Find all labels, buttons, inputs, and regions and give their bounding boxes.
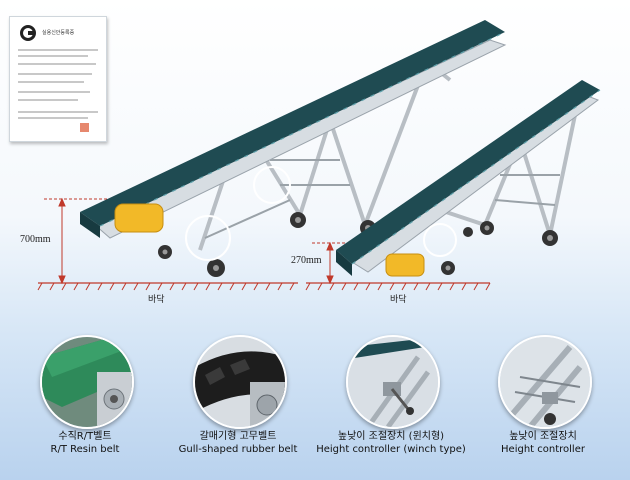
- rubber-belt-photo: [193, 335, 287, 429]
- certificate-title: 실용신안등록증: [42, 30, 75, 36]
- cert-line: [18, 55, 88, 57]
- certificate-document: 실용신안등록증: [9, 16, 107, 142]
- cert-line: [18, 91, 90, 93]
- floor-right: [305, 282, 491, 291]
- cert-line: [18, 49, 98, 51]
- green-resin-belt-photo: [40, 335, 134, 429]
- cert-line: [18, 81, 84, 83]
- caption-en: Gull-shaped rubber belt: [178, 444, 298, 455]
- caption-en: Height controller (winch type): [316, 444, 466, 455]
- caption-kr: 수직R/T벨트: [58, 431, 112, 442]
- conveyor-large: [80, 20, 507, 277]
- dimension-270: [312, 241, 352, 285]
- caption-kr: 높낮이 조절장치: [509, 431, 577, 442]
- height-270-label: 270mm: [291, 255, 322, 266]
- caption-en: Height controller: [501, 444, 585, 455]
- certificate-logo-icon: [20, 25, 36, 41]
- caption-resin-belt: 수직R/T벨트 R/T Resin belt: [10, 430, 160, 456]
- caption-winch-controller: 높낮이 조절장치 (윈치형) Height controller (winch …: [316, 430, 466, 456]
- floor-label-left: 바닥: [148, 295, 165, 305]
- height-controller-photo: [498, 335, 592, 429]
- caption-kr: 높낮이 조절장치 (윈치형): [337, 431, 445, 442]
- cert-line: [18, 63, 96, 65]
- caption-height-controller: 높낮이 조절장치 Height controller: [468, 430, 618, 456]
- floor-label-right: 바닥: [390, 295, 407, 305]
- cert-line: [18, 99, 78, 101]
- conveyor-illustration: [37, 20, 601, 291]
- winch-controller-photo: [346, 335, 440, 429]
- certificate-stamp: [80, 123, 89, 132]
- dimension-700: [44, 197, 120, 285]
- caption-en: R/T Resin belt: [50, 444, 120, 455]
- caption-rubber-belt: 갈매기형 고무벨트 Gull-shaped rubber belt: [163, 430, 313, 456]
- caption-kr: 갈매기형 고무벨트: [199, 431, 277, 442]
- cert-line: [18, 117, 88, 119]
- floor-left: [37, 282, 298, 291]
- cert-line: [18, 73, 92, 75]
- cert-line: [18, 111, 98, 113]
- conveyor-small: [336, 80, 601, 277]
- height-700-label: 700mm: [20, 234, 51, 245]
